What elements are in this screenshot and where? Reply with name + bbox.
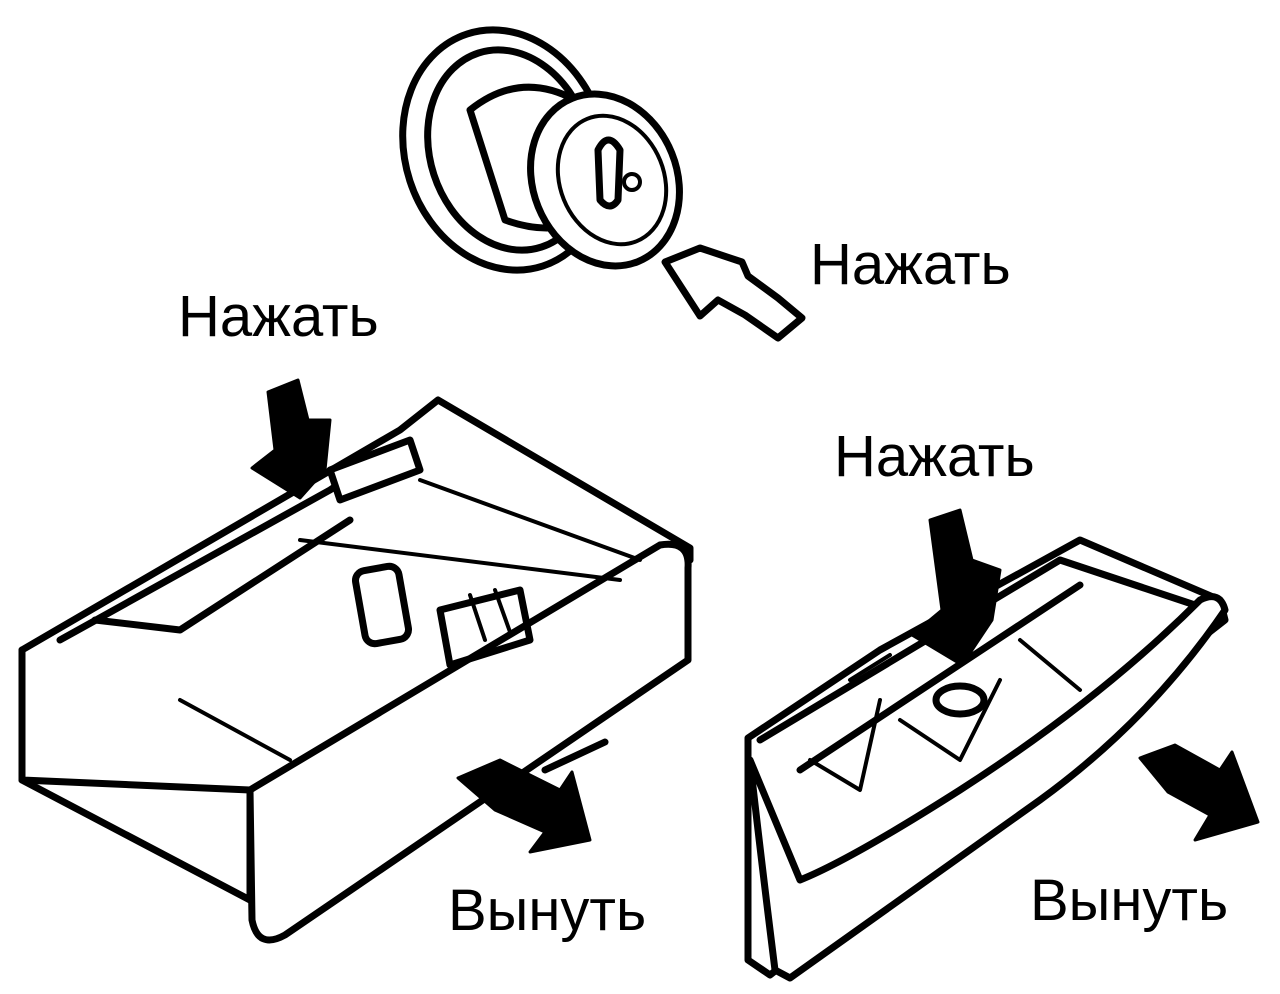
label-pull-right-drawer: Вынуть bbox=[1030, 868, 1229, 933]
label-press-right-drawer: Нажать bbox=[834, 424, 1035, 489]
label-press-left-drawer: Нажать bbox=[178, 284, 379, 349]
left-drawer-illustration bbox=[18, 396, 694, 944]
knob-illustration bbox=[399, 26, 683, 274]
press-arrow-left-drawer bbox=[250, 378, 332, 500]
press-arrow-knob bbox=[661, 244, 806, 342]
right-drawer-illustration bbox=[744, 536, 1229, 982]
label-pull-left-drawer: Вынуть bbox=[448, 878, 647, 943]
press-arrow-right-drawer bbox=[910, 508, 1002, 667]
pull-arrow-left-drawer bbox=[456, 758, 592, 854]
pull-arrow-right-drawer bbox=[1138, 743, 1260, 842]
label-press-knob: Нажать bbox=[810, 232, 1011, 297]
